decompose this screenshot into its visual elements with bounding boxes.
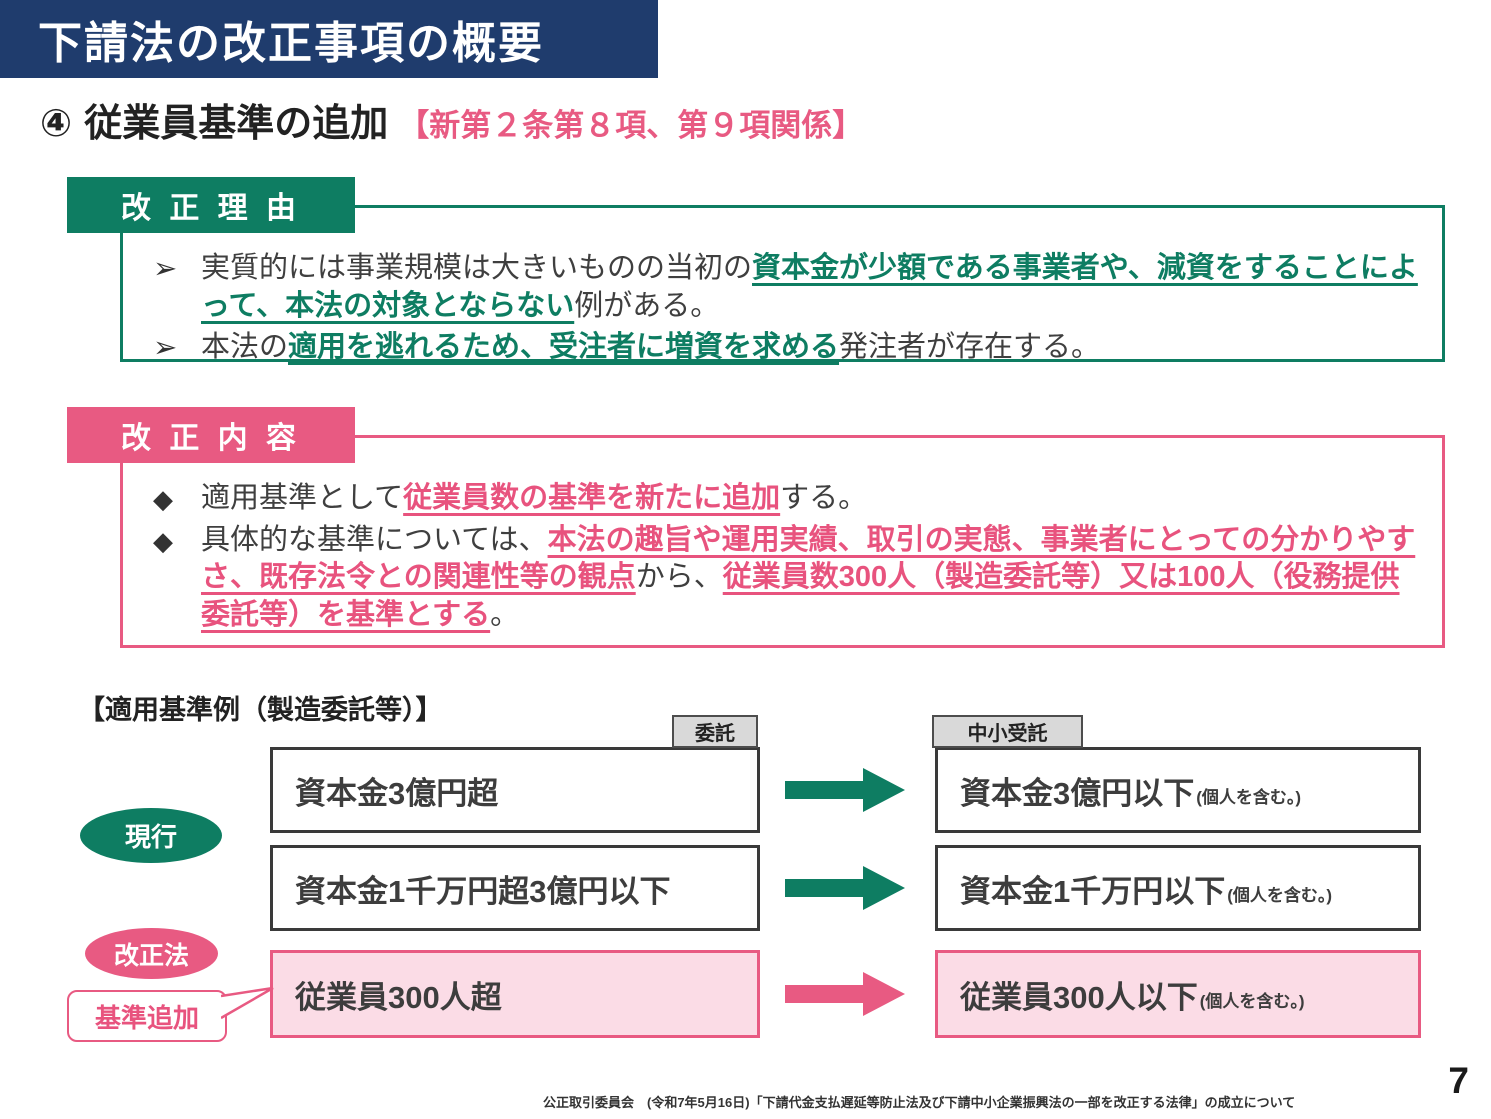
text-segment-highlight: 資本金が少額である事業者や、減資をすることによって、本法の対象とならない [201, 252, 1418, 322]
new-criteria-callout: 基準追加 [67, 990, 227, 1042]
text-segment: 適用基準として [201, 482, 404, 514]
diamond-bullet-icon: ◆ [153, 525, 173, 556]
tab-consignor-label: 委託 [695, 723, 735, 745]
content-panel-header: 改 正 内 容 [67, 407, 355, 463]
box-note: (個人を含む。) [1227, 885, 1333, 905]
text-segment-highlight: 従業員数の基準を新たに追加 [403, 482, 781, 514]
diagram-left-box-employees-over-300: 従業員300人超 [270, 950, 760, 1038]
reason-panel-title: 改 正 理 由 [120, 192, 301, 225]
right-arrow-icon [785, 768, 905, 812]
reason-bullet-text: 本法の適用を逃れるため、受注者に増資を求める発注者が存在する。 [201, 329, 1424, 367]
box-label: 資本金1千万円以下 [960, 873, 1226, 909]
tab-sme-contractor: 中小受託 [932, 715, 1083, 748]
content-bullet-text: 適用基準として従業員数の基準を新たに追加する。 [201, 480, 1424, 518]
reason-bullet-text: 実質的には事業規模は大きいものの当初の資本金が少額である事業者や、減資をすること… [201, 250, 1424, 325]
content-bullet: ◆ 適用基準として従業員数の基準を新たに追加する。 [153, 480, 1424, 518]
diagram-caption: 【適用基準例（製造委託等）】 [78, 695, 443, 725]
callout-tail-icon [221, 986, 274, 1020]
revised-law-badge: 改正法 [85, 928, 218, 979]
text-segment-highlight: 適用を逃れるため、受注者に増資を求める [288, 331, 840, 364]
page-number: 7 [1448, 1060, 1469, 1101]
text-segment: 本法の [201, 331, 289, 364]
text-segment: 実質的には事業規模は大きいものの当初の [201, 252, 753, 284]
heading-number: ④ [40, 103, 73, 145]
diamond-bullet-icon: ◆ [153, 484, 173, 514]
heading-title: 従業員基準の追加 [84, 103, 389, 145]
text-segment: 具体的な基準については、 [201, 523, 548, 556]
right-arrow-icon [785, 972, 905, 1016]
box-label: 従業員300人以下 [960, 979, 1198, 1015]
footer-source-text: 公正取引委員会 (令和7年5月16日)「下請代金支払遅延等防止法及び下請中小企業… [543, 1095, 1296, 1110]
current-law-badge-label: 現行 [124, 822, 177, 852]
current-law-badge: 現行 [80, 808, 222, 863]
box-note: (個人を含む。) [1199, 991, 1305, 1011]
reason-panel: ➢ 実質的には事業規模は大きいものの当初の資本金が少額である事業者や、減資をする… [120, 205, 1445, 364]
text-segment: 例がある。 [574, 289, 720, 322]
right-arrow-icon [785, 866, 905, 910]
text-segment-highlight: 従業員数300人（製造委託等）又は100人（役務提供委託等）を基準とする [201, 561, 1400, 632]
content-bullet: ◆ 具体的な基準については、本法の趣旨や運用実績、取引の実態、事業者にとっての分… [153, 522, 1424, 635]
tab-consignor: 委託 [672, 715, 758, 748]
box-label: 資本金3億円以下 [960, 775, 1195, 811]
text-segment-highlight: 本法の趣旨や運用実績、取引の実態、事業者にとっての分かりやすさ、既存法令との関連… [201, 523, 1416, 594]
text-segment: 。 [490, 599, 520, 632]
text-segment: する。 [780, 482, 868, 514]
diagram-left-box-capital-over-300m: 資本金3億円超 [270, 747, 760, 833]
diagram-left-box-capital-10m-to-300m: 資本金1千万円超3億円以下 [270, 845, 760, 931]
text-segment: 発注者が存在する。 [839, 331, 1101, 364]
section-heading: ④ 従業員基準の追加 【新第２条第８項、第９項関係】 [40, 92, 863, 147]
box-label: 資本金1千万円超3億円以下 [295, 873, 671, 909]
content-panel: ◆ 適用基準として従業員数の基準を新たに追加する。 ◆ 具体的な基準については、… [120, 435, 1445, 648]
arrow-bullet-icon: ➢ [153, 253, 178, 285]
text-segment: から、 [635, 561, 723, 594]
tab-sme-contractor-label: 中小受託 [967, 723, 1048, 745]
box-label: 資本金3億円超 [295, 775, 499, 811]
box-label: 従業員300人超 [295, 979, 502, 1015]
reason-bullet: ➢ 本法の適用を逃れるため、受注者に増資を求める発注者が存在する。 [153, 329, 1424, 368]
reason-panel-header: 改 正 理 由 [67, 177, 355, 233]
page-title-bar: 下請法の改正事項の概要 [0, 0, 658, 78]
revised-law-badge-label: 改正法 [113, 941, 189, 970]
heading-law-reference: 【新第２条第８項、第９項関係】 [398, 108, 864, 143]
content-panel-title: 改 正 内 容 [120, 422, 301, 455]
box-note: (個人を含む。) [1196, 787, 1302, 807]
diagram-right-box-capital-under-10m: 資本金1千万円以下(個人を含む。) [935, 845, 1421, 931]
reason-bullet: ➢ 実質的には事業規模は大きいものの当初の資本金が少額である事業者や、減資をする… [153, 250, 1424, 325]
page-title: 下請法の改正事項の概要 [38, 19, 544, 68]
new-criteria-callout-label: 基準追加 [94, 1002, 199, 1033]
diagram-right-box-capital-under-300m: 資本金3億円以下(個人を含む。) [935, 747, 1421, 833]
diagram-right-box-employees-under-300: 従業員300人以下(個人を含む。) [935, 950, 1421, 1038]
arrow-bullet-icon: ➢ [153, 332, 178, 365]
content-bullet-text: 具体的な基準については、本法の趣旨や運用実績、取引の実態、事業者にとっての分かり… [201, 522, 1424, 635]
